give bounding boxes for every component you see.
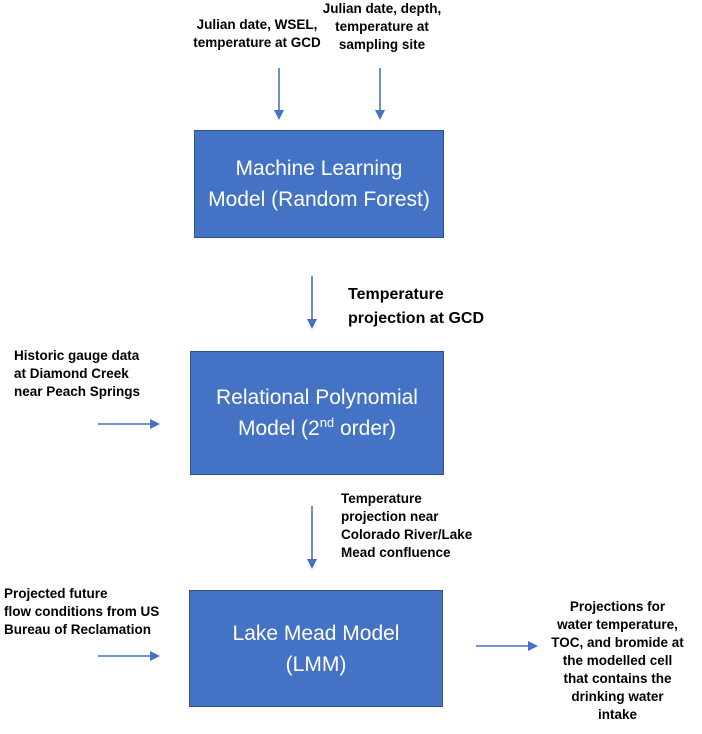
lake-mead-model-box: Lake Mead Model (LMM) — [189, 590, 443, 707]
input-label-site: Julian date, depth, temperature at sampl… — [322, 1, 442, 52]
output-projections-label: Projections for water temperature, TOC, … — [551, 599, 684, 722]
input-label-gauge: Historic gauge data at Diamond Creek nea… — [14, 348, 141, 399]
machine-learning-model-label: Machine Learning Model (Random Forest) — [208, 157, 430, 211]
lake-mead-model-label: Lake Mead Model (LMM) — [232, 621, 400, 676]
relational-polynomial-model-box: Relational Polynomial Model (2nd order) — [190, 351, 444, 475]
superscript-nd: nd — [319, 415, 335, 430]
input-label-flow: Projected future flow conditions from US… — [4, 586, 160, 637]
temperature-projection-confluence-label: Temperature projection near Colorado Riv… — [341, 491, 473, 560]
input-label-gcd: Julian date, WSEL, temperature at GCD — [193, 17, 321, 50]
temperature-projection-gcd-label: Temperature projection at GCD — [348, 286, 485, 327]
relational-polynomial-model-label: Relational Polynomial Model (2nd order) — [216, 386, 418, 440]
machine-learning-model-box: Machine Learning Model (Random Forest) — [194, 130, 444, 238]
